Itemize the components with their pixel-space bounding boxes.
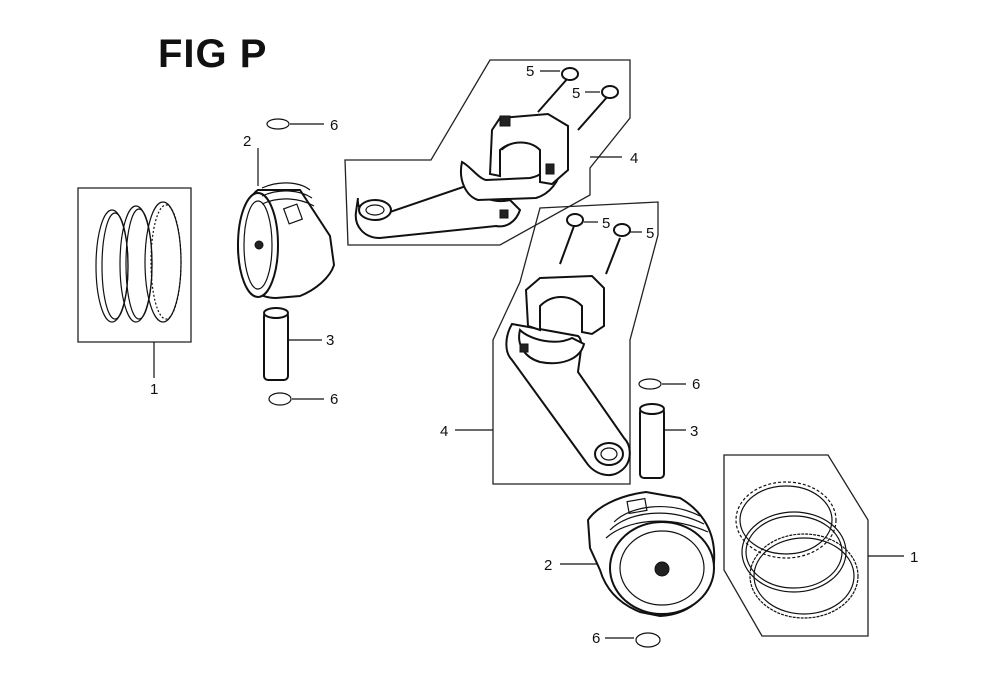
callout-6-d: 6 bbox=[592, 630, 600, 647]
callout-6-c: 6 bbox=[692, 376, 700, 393]
piston-rings-right[interactable] bbox=[723, 454, 904, 637]
callout-6-b: 6 bbox=[330, 391, 338, 408]
callout-6-a: 6 bbox=[330, 117, 338, 134]
rod-bolt-d[interactable] bbox=[605, 223, 642, 275]
rod-bolt-a[interactable] bbox=[537, 67, 579, 113]
piston-pin-upper[interactable] bbox=[263, 307, 322, 381]
rod-bolt-b[interactable] bbox=[577, 85, 619, 131]
piston-clip-upper-bottom[interactable] bbox=[268, 392, 324, 406]
callout-4-lower: 4 bbox=[440, 423, 448, 440]
piston-pin-lower[interactable] bbox=[639, 403, 686, 479]
callout-1-left: 1 bbox=[150, 381, 158, 398]
callout-3-upper: 3 bbox=[326, 332, 334, 349]
piston-clip-lower-bottom[interactable] bbox=[605, 632, 661, 648]
callout-5-a: 5 bbox=[526, 63, 534, 80]
callout-5-b: 5 bbox=[572, 85, 580, 102]
rod-bolt-c[interactable] bbox=[559, 213, 598, 265]
callout-2-upper: 2 bbox=[243, 133, 251, 150]
connecting-rod-upper[interactable] bbox=[344, 59, 631, 246]
piston-clip-upper-top[interactable] bbox=[266, 118, 324, 130]
callout-2-lower: 2 bbox=[544, 557, 552, 574]
piston-upper[interactable] bbox=[236, 148, 336, 300]
callout-3-lower: 3 bbox=[690, 423, 698, 440]
callout-5-d: 5 bbox=[646, 225, 654, 242]
callout-4-upper: 4 bbox=[630, 150, 638, 167]
piston-lower[interactable] bbox=[560, 490, 716, 618]
piston-clip-lower-top[interactable] bbox=[638, 378, 686, 390]
connecting-rod-lower[interactable] bbox=[455, 201, 659, 485]
piston-rings-left[interactable] bbox=[77, 187, 192, 378]
callout-1-right: 1 bbox=[910, 549, 918, 566]
callout-5-c: 5 bbox=[602, 215, 610, 232]
figure-title: FIG P bbox=[158, 32, 268, 76]
